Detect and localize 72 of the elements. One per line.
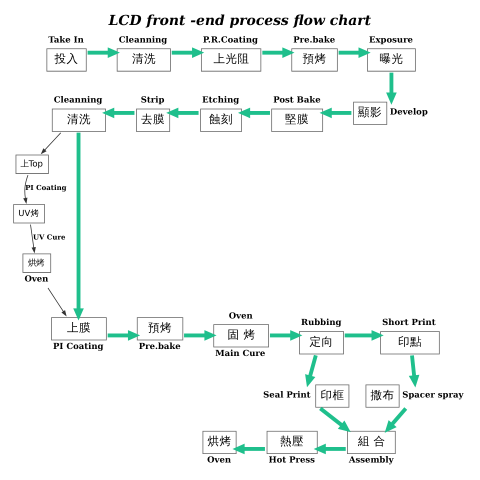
node-box: 印點 [380,331,440,354]
arrow [48,288,67,316]
node-label: Develop [390,108,428,118]
node-box: 組 合 [347,430,396,454]
node-box: 清洗 [116,48,171,72]
node-box: UV烤 [13,204,45,224]
node-label: Main Cure [215,349,266,360]
arrow [344,330,384,341]
arrow [386,72,397,105]
node-box: 預烤 [136,317,184,340]
node-box: 撒布 [366,384,400,408]
arrow [408,355,420,388]
node-box: 定向 [299,331,344,354]
arrow [319,406,351,432]
node-label: Cleanning [118,35,168,46]
arrow [73,132,84,320]
arrow [30,224,36,254]
node-box: 堅膜 [271,108,324,132]
node-label: Seal Print [263,390,311,400]
node-box: 印框 [315,384,350,408]
edge-label: UV Cure [32,232,66,242]
arrow [314,444,346,454]
arrow [88,47,120,58]
node-label: P.R.Coating [202,35,258,46]
node-label: Take In [48,35,84,46]
arrow [270,330,302,341]
arrow [305,354,318,388]
node-label: Cleanning [54,96,102,106]
node-label: Spacer spray [402,390,464,400]
node-box: 曝光 [367,48,416,72]
node-label: PI Coating [53,342,104,352]
node-label: Oven [24,274,48,285]
node-label: Pre.bake [138,342,181,352]
node-box: 上Top [16,154,49,174]
node-label: Exposure [369,35,413,46]
node-box: 顯影 [353,102,388,125]
node-label: Post Bake [273,96,321,106]
node-box: 去膜 [136,108,170,132]
arrow [23,174,28,204]
node-label: Strip [140,96,164,106]
arrow [338,47,371,58]
node-box: 預烤 [291,48,338,72]
arrow [166,108,199,118]
node-box: 蝕刻 [200,108,242,132]
arrow [384,407,408,433]
arrow [232,444,265,454]
node-box: 固 烤 [213,324,269,348]
node-label: Pre.bake [293,35,336,46]
node-label: Oven [207,456,232,466]
arrow [172,47,204,58]
arrow [184,330,217,341]
node-label: Rubbing [301,318,342,328]
node-box: 投入 [46,48,87,72]
arrow [40,132,62,154]
node-label: Oven [228,311,253,322]
arrow [102,108,134,118]
node-box: 上膜 [51,317,107,340]
node-label: Etching [202,96,240,106]
node-box: 清洗 [52,108,106,132]
arrow [238,108,270,118]
node-box: 烘烤 [22,254,52,273]
node-box: 熱壓 [266,430,318,454]
arrow [320,108,352,118]
node-box: 上光阻 [200,48,262,72]
node-box: 烘烤 [202,430,237,454]
node-label: Assembly [348,456,394,466]
node-label: Hot Press [268,456,315,466]
diagram-title: LCD front -end process flow chart [108,12,372,29]
arrow [108,330,140,341]
edge-label: PI Coating [25,182,66,192]
arrow [262,47,294,58]
node-label: Short Print [382,318,436,328]
